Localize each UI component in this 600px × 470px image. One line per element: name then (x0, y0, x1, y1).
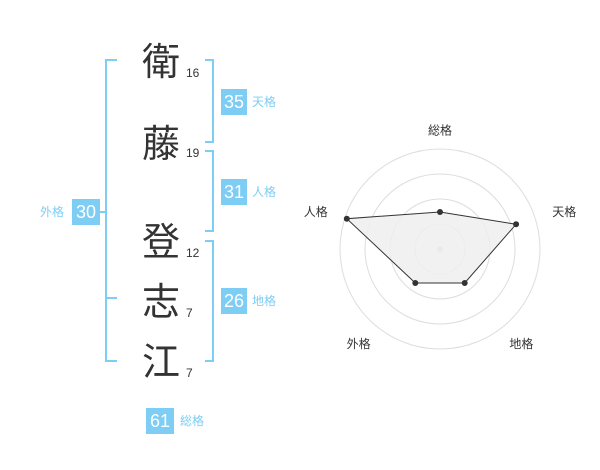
radar-ring (339, 148, 541, 350)
name-char-4: 志 (141, 280, 180, 324)
gaikaku-bracket (105, 59, 117, 362)
chikaku-label: 地格 (252, 294, 277, 308)
gaikaku-value-badge: 30 (72, 199, 100, 225)
radar-data-polygon (345, 211, 518, 284)
stroke-count-4: 7 (186, 306, 193, 320)
radar-axis-label-1: 総格 (428, 123, 452, 138)
radar-point-2 (513, 221, 520, 228)
radar-ring (364, 173, 516, 325)
radar-data-points (343, 209, 520, 286)
gaikaku-bracket-connector (95, 211, 105, 213)
radar-point-3 (461, 279, 468, 286)
tenkaku-label: 天格 (252, 95, 277, 109)
radar-point-4 (412, 279, 419, 286)
stroke-count-1: 16 (186, 66, 200, 80)
jinkaku-value-badge: 31 (221, 179, 247, 205)
jinkaku-label: 人格 (252, 185, 277, 199)
gaikaku-bracket-tick (105, 297, 117, 299)
radar-axis-label-3: 地格 (509, 336, 533, 351)
tenkaku-bracket (205, 59, 214, 143)
name-char-3: 登 (141, 220, 180, 264)
radar-point-5 (343, 215, 350, 222)
radar-axis-label-5: 人格 (304, 204, 328, 219)
chikaku-value-badge: 26 (221, 288, 247, 314)
tenkaku-value-badge: 35 (221, 89, 247, 115)
chikaku-bracket (205, 240, 214, 362)
soukaku-label: 総格 (180, 414, 205, 428)
soukaku-value-badge: 61 (146, 408, 174, 434)
name-char-5: 江 (141, 340, 180, 384)
gaikaku-label: 外格 (40, 205, 65, 219)
radar-point-1 (437, 209, 443, 215)
radar-axis-label-2: 天格 (552, 204, 576, 219)
stroke-count-3: 12 (186, 246, 200, 260)
radar-axis-label-4: 外格 (347, 336, 371, 351)
name-char-2: 藤 (141, 122, 180, 166)
jinkaku-bracket (205, 150, 214, 232)
name-char-1: 衛 (141, 40, 180, 84)
stroke-count-2: 19 (186, 146, 200, 160)
stroke-count-5: 7 (186, 366, 193, 380)
